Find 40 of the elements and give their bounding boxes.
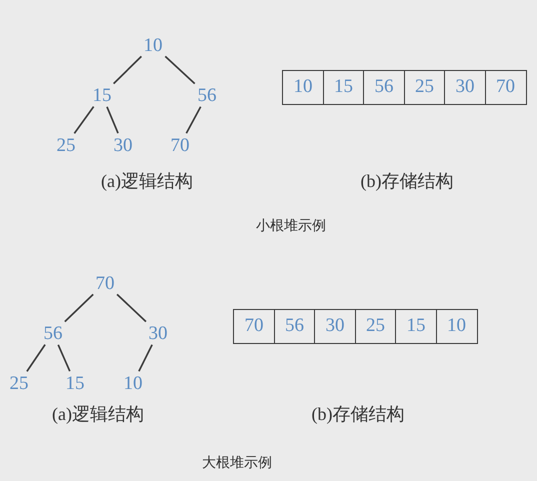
tree-edge-line: [64, 294, 94, 322]
array-cell: 56: [363, 70, 405, 105]
array-cell: 25: [404, 70, 446, 105]
tree-edge-line: [57, 344, 71, 372]
node-value-label: 30: [146, 323, 170, 343]
node-value-label: 70: [93, 273, 117, 293]
tree-edge-line: [186, 106, 202, 134]
array-cell: 25: [354, 309, 396, 344]
array-cell: 15: [395, 309, 437, 344]
array-cell: 10: [282, 70, 324, 105]
array-cell: 70: [484, 70, 526, 105]
node-value-label: 15: [90, 85, 114, 105]
node-value-label: 56: [195, 85, 219, 105]
node-value-label: 10: [141, 35, 165, 55]
tree-edge-line: [26, 344, 46, 372]
figure-caption: (b)存储结构: [360, 172, 454, 190]
node-value-label: 25: [7, 373, 31, 393]
node-value-label: 70: [168, 135, 192, 155]
node-value-label: 25: [54, 135, 78, 155]
tree-edge-line: [164, 56, 196, 84]
figure-caption: (b)存储结构: [312, 405, 404, 423]
array-cell: 70: [233, 309, 275, 344]
example-title: 小根堆示例: [256, 220, 326, 234]
tree-edge-line: [116, 294, 147, 322]
tree-edge-line: [138, 344, 153, 372]
example-title: 大根堆示例: [202, 457, 272, 471]
array-cell: 10: [436, 309, 478, 344]
figure-caption: (a)逻辑结构: [52, 405, 144, 423]
array-cell: 56: [274, 309, 316, 344]
array-cell: 15: [322, 70, 364, 105]
tree-edge-line: [74, 106, 94, 134]
tree-edge-line: [106, 106, 119, 134]
array-cell: 30: [314, 309, 356, 344]
figure-caption: (a)逻辑结构: [101, 172, 193, 190]
node-value-label: 10: [121, 373, 145, 393]
node-value-label: 15: [63, 373, 87, 393]
node-value-label: 30: [111, 135, 135, 155]
node-value-label: 56: [41, 323, 65, 343]
tree-edge-line: [113, 56, 142, 84]
array-cell: 30: [444, 70, 486, 105]
